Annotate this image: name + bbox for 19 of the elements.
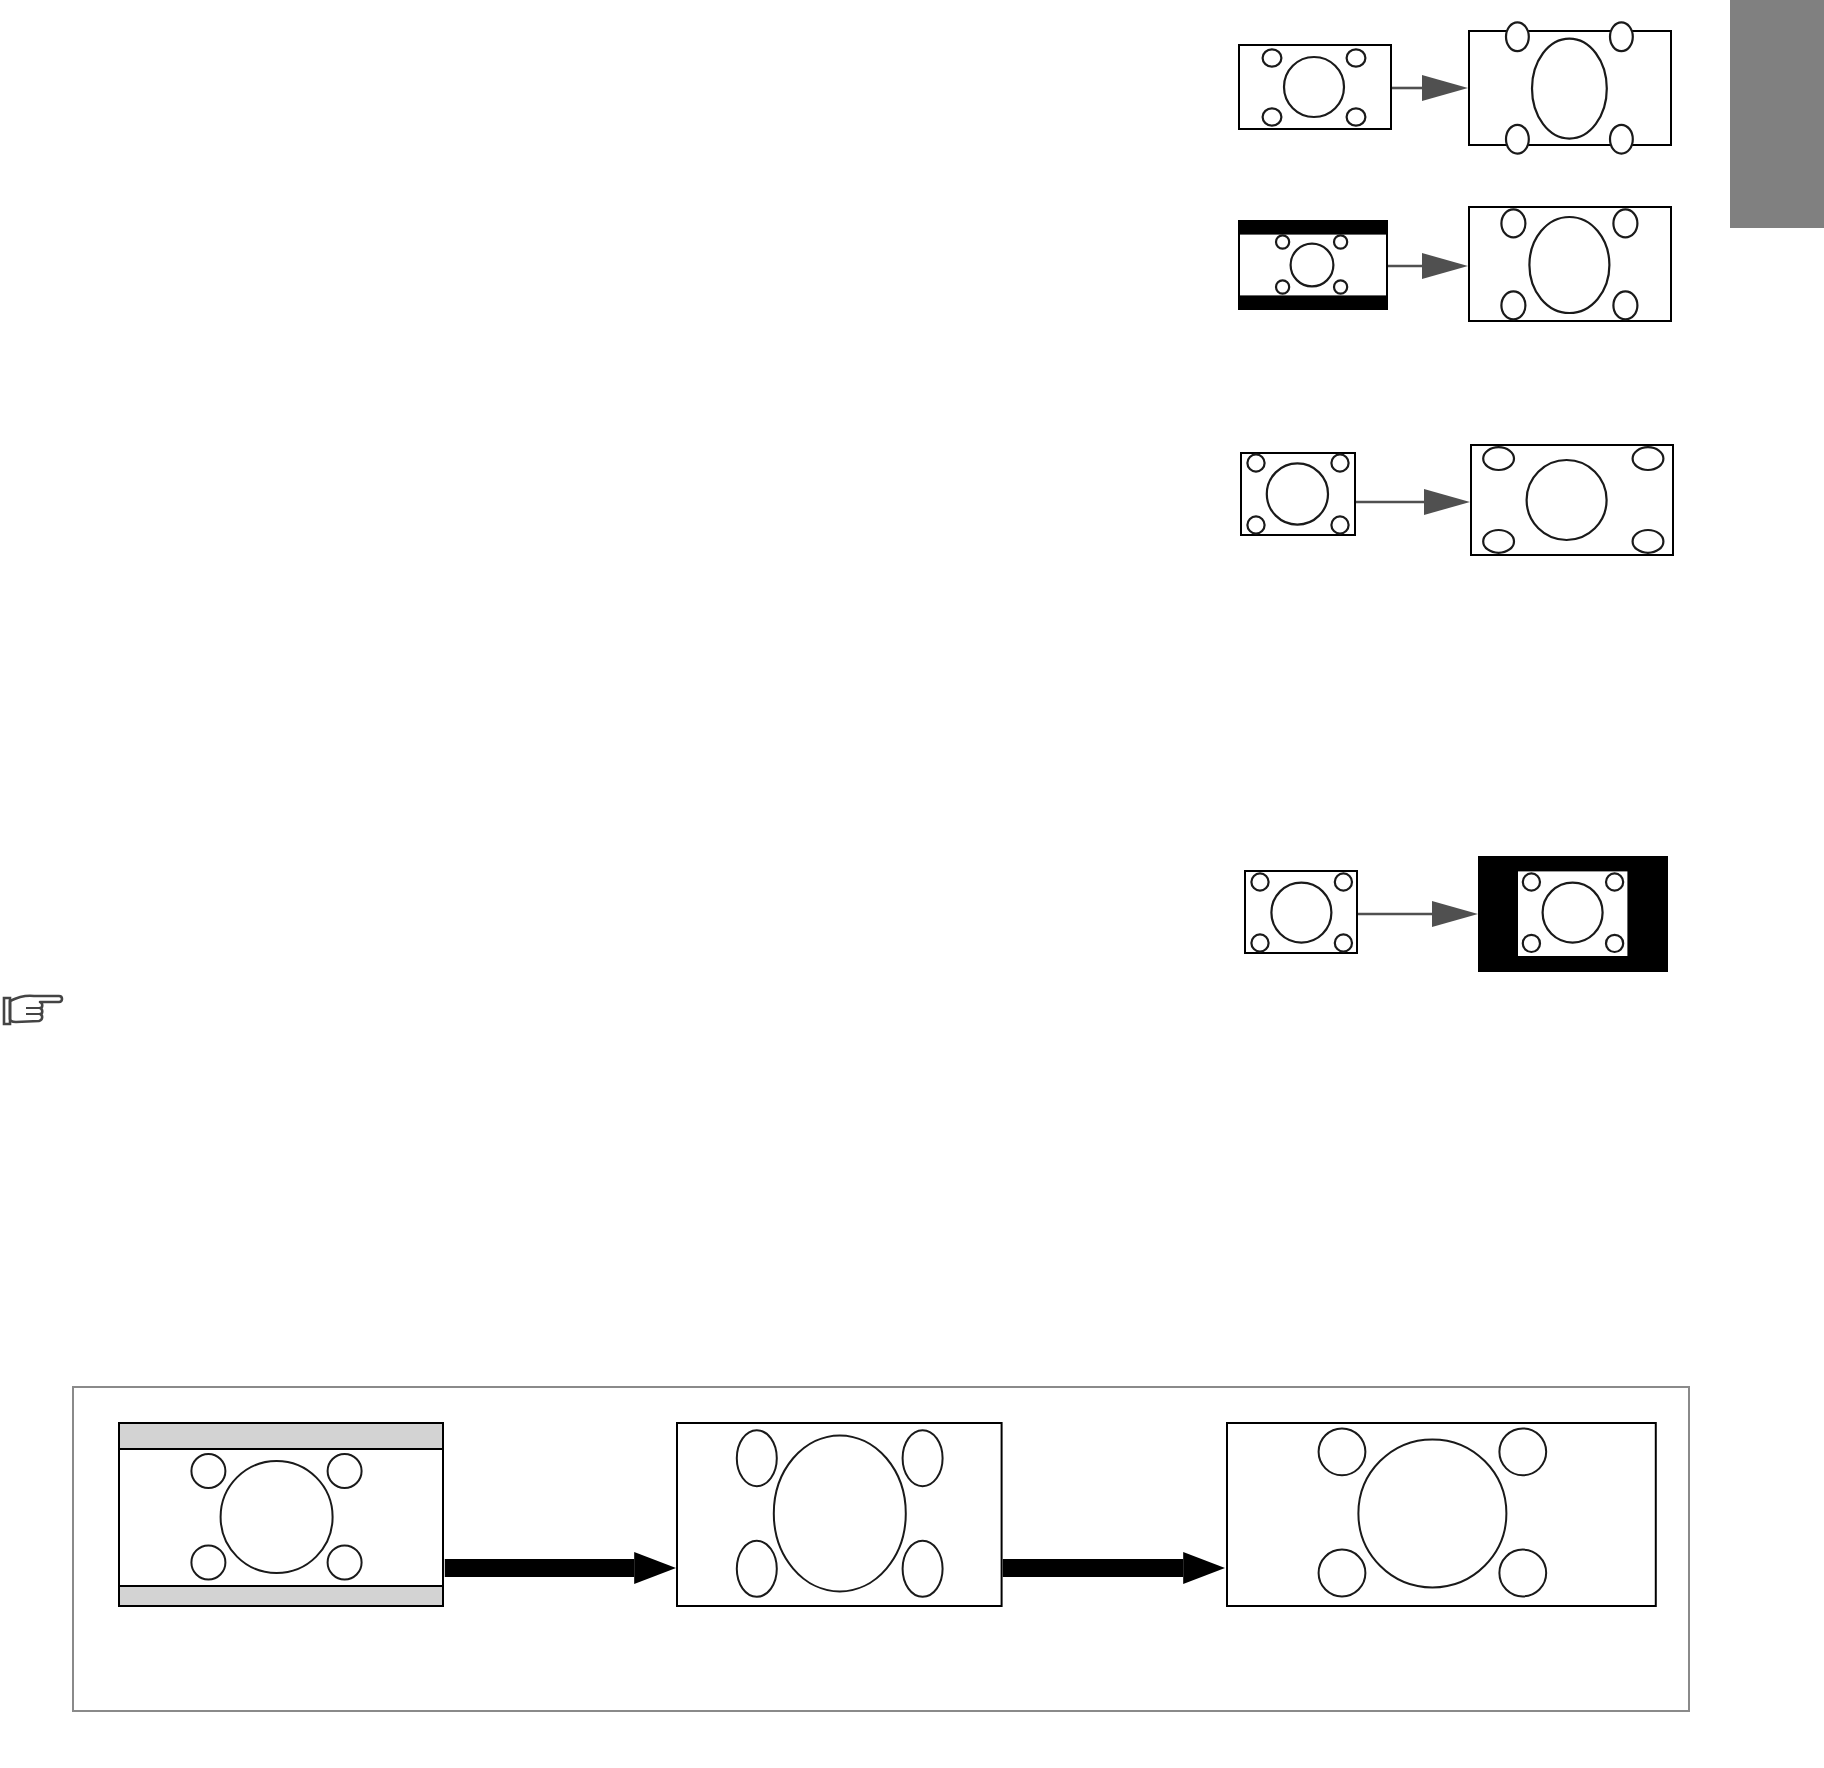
arrow	[1002, 1552, 1226, 1584]
arrow	[1356, 489, 1470, 515]
wide-screen-drawing	[1470, 444, 1674, 556]
letterbox-screen-drawing	[1238, 220, 1388, 310]
framed-screen-drawing	[1478, 856, 1668, 972]
arrow	[444, 1552, 677, 1584]
stretched-screen-drawing	[1468, 206, 1672, 322]
arrow	[1388, 253, 1468, 279]
wide-screen-drawing	[1225, 1421, 1656, 1606]
arrow	[1392, 75, 1468, 101]
letterbox-screen-drawing	[118, 1421, 445, 1606]
screen-drawing	[1244, 870, 1358, 954]
arrow	[1358, 901, 1478, 927]
screen-drawing	[1238, 44, 1392, 130]
screen-drawing	[1240, 452, 1356, 536]
stretched-screen-drawing	[1468, 22, 1672, 154]
side-tab	[1730, 0, 1824, 228]
panel-frame	[72, 1386, 1690, 1712]
stretched-screen-drawing	[676, 1421, 1003, 1606]
